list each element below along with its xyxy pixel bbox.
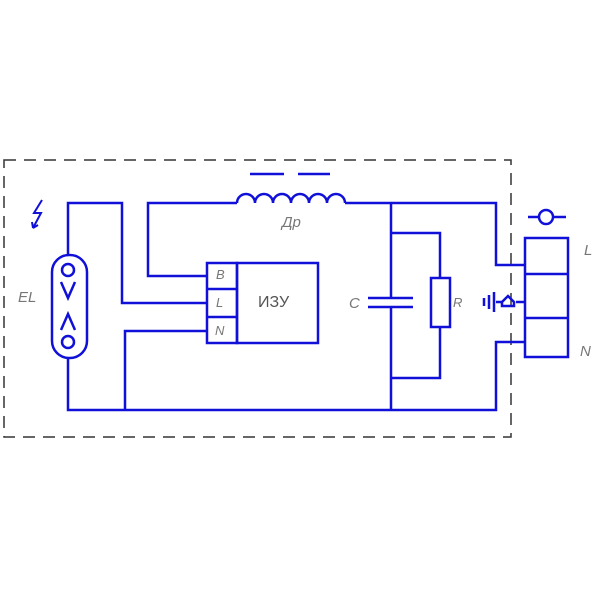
terminal-l-label: L [584,242,593,259]
igniter-pin-b: B [216,267,225,282]
igniter-izu [205,261,320,345]
wire-lamp-top-to-L [66,201,207,305]
igniter-pin-n: N [215,323,225,338]
wire-top [345,201,525,267]
plug-symbol-icon [528,208,566,226]
lamp-label: EL [18,289,37,306]
choke-dp [235,172,347,204]
lamp-el [50,253,89,360]
choke-label: Др [282,214,301,231]
capacitor-c [368,203,413,410]
ground-icon [482,292,525,312]
igniter-pin-l: L [216,295,224,310]
wire-bottom [66,340,525,412]
resistor-r [391,231,452,380]
wire-B-to-choke [146,201,237,278]
terminal-block [523,236,570,359]
resistor-label: R [453,295,463,310]
wire-N [123,329,207,410]
light-emission-icon [32,199,43,229]
terminal-n-label: N [580,343,591,360]
igniter-label: ИЗУ [258,294,290,311]
capacitor-label: C [349,295,360,312]
